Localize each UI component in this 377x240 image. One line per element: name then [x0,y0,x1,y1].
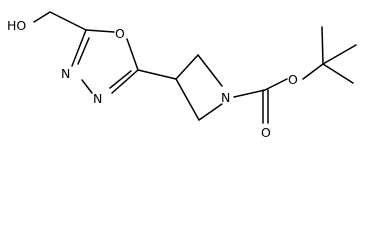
bond-az-c2-n [197,54,223,87]
atom-label-nitrogen-right: N [93,91,102,106]
bond-az-n-c4 [198,103,223,121]
bond-c2-c3az [137,69,177,80]
bond-oester-cq [302,63,324,80]
bond-ch2-c5 [49,11,87,31]
bond-c2-n3-inner [109,70,132,89]
atom-label-carbonyl-oxygen: O [261,125,271,140]
bond-az-c4-c3 [175,78,200,121]
atom-label-ring-oxygen: O [115,26,125,41]
bond-carbonyl-oester [264,78,288,91]
bond-n4-c5 [71,29,87,67]
atom-label-ester-oxygen: O [288,72,298,87]
bond-lines [33,11,357,124]
atom-labels: HO O N N N O O [7,18,298,140]
bond-az-c3-c2 [175,54,199,80]
bond-n4-c5-inner [77,37,90,65]
structure-diagram: HO O N N N O O [7,11,357,140]
bond-cq-me-lower [322,63,354,84]
bond-cq-me-top [321,26,324,65]
atom-label-azetidine-nitrogen: N [221,90,230,105]
atom-label-hydroxyl: HO [7,18,26,33]
bond-c2-n3 [111,69,139,94]
bond-n3-n4 [81,79,93,94]
bond-o1-c2 [126,38,139,71]
bond-o-ch2 [33,11,51,23]
bond-n-carbonyl [233,89,266,98]
bond-cq-me-right [322,44,357,65]
atom-label-nitrogen-left: N [61,66,70,81]
bond-c5-o1 [85,29,115,33]
